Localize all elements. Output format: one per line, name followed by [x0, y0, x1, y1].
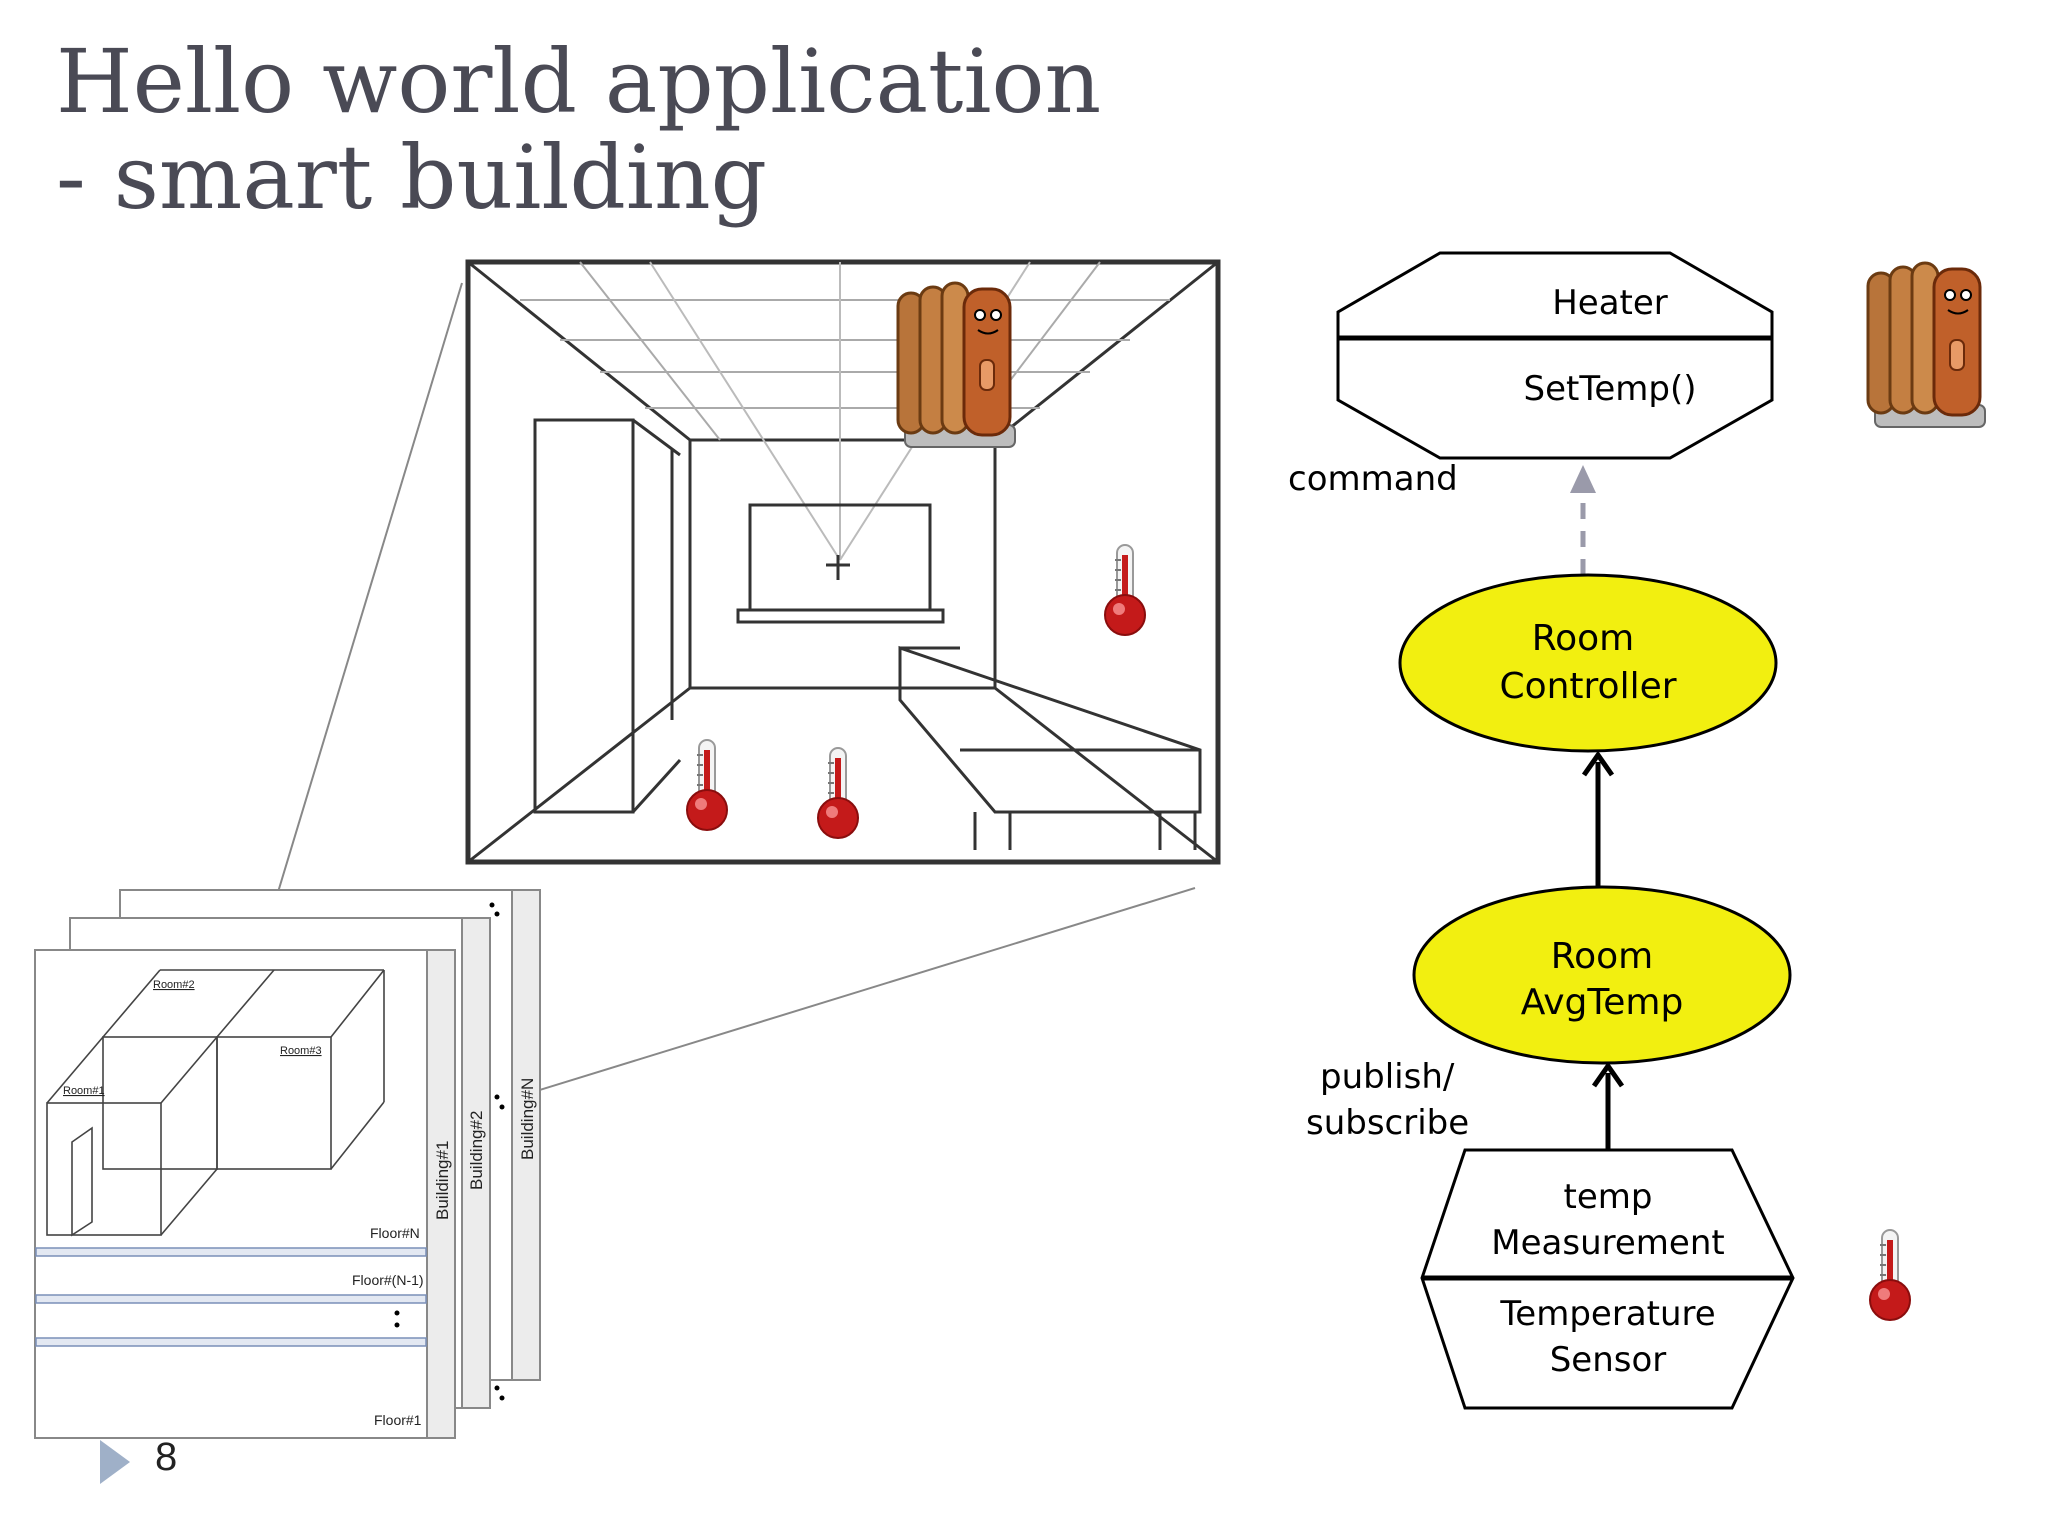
command-arrowhead: [1570, 465, 1596, 493]
heater-icon: [896, 281, 1017, 449]
heater-node: [1336, 251, 1774, 460]
room-perspective: [465, 259, 1221, 865]
slide-title-line1: Hello world application: [56, 30, 1102, 133]
building-n-label: Building#N: [518, 1078, 537, 1160]
command-label: command: [1288, 459, 1458, 499]
room1-label: Room#1: [63, 1085, 105, 1097]
pubsub-label-line1: publish/: [1320, 1057, 1455, 1097]
room-controller-line1: Room: [1532, 618, 1635, 659]
room-controller-node: [1398, 573, 1778, 753]
thermometer-icon: [1869, 1229, 1911, 1321]
slide-title-line2: - smart building: [56, 126, 767, 229]
heater-name: Heater: [1552, 283, 1668, 323]
building-drawing: [34, 889, 541, 1439]
heater-method: SetTemp(): [1524, 369, 1697, 409]
room-avgtemp-line1: Room: [1551, 936, 1654, 977]
room-avgtemp-node: [1412, 885, 1792, 1065]
page-number: 8: [155, 1435, 178, 1479]
room2-label: Room#2: [153, 979, 195, 991]
building2-label: Building#2: [467, 1111, 486, 1190]
building1-label: Building#1: [433, 1141, 452, 1220]
floor-n-minus-1-label: Floor#(N-1): [352, 1272, 424, 1288]
sensor-top-line2: Measurement: [1491, 1223, 1724, 1263]
bullet-triangle-icon: [100, 1440, 130, 1484]
sensor-bottom-line2: Sensor: [1550, 1340, 1667, 1380]
room3-label: Room#3: [280, 1045, 322, 1057]
sensor-to-avgtemp-arrowhead: [1591, 1061, 1625, 1088]
room-avgtemp-line2: AvgTemp: [1521, 982, 1684, 1023]
floor-1-label: Floor#1: [374, 1412, 422, 1428]
thermometer-icon: [817, 747, 859, 839]
sensor-top-line1: temp: [1564, 1177, 1653, 1217]
room-controller-line2: Controller: [1499, 666, 1676, 707]
floor-n-label: Floor#N: [370, 1225, 420, 1241]
thermometer-icon: [1104, 544, 1146, 636]
avgtemp-to-controller-arrowhead: [1581, 750, 1615, 777]
thermometer-icon: [686, 739, 728, 831]
pubsub-label-line2: subscribe: [1306, 1103, 1469, 1143]
heater-icon: [1866, 261, 1987, 429]
sensor-bottom-line1: Temperature: [1499, 1294, 1715, 1334]
